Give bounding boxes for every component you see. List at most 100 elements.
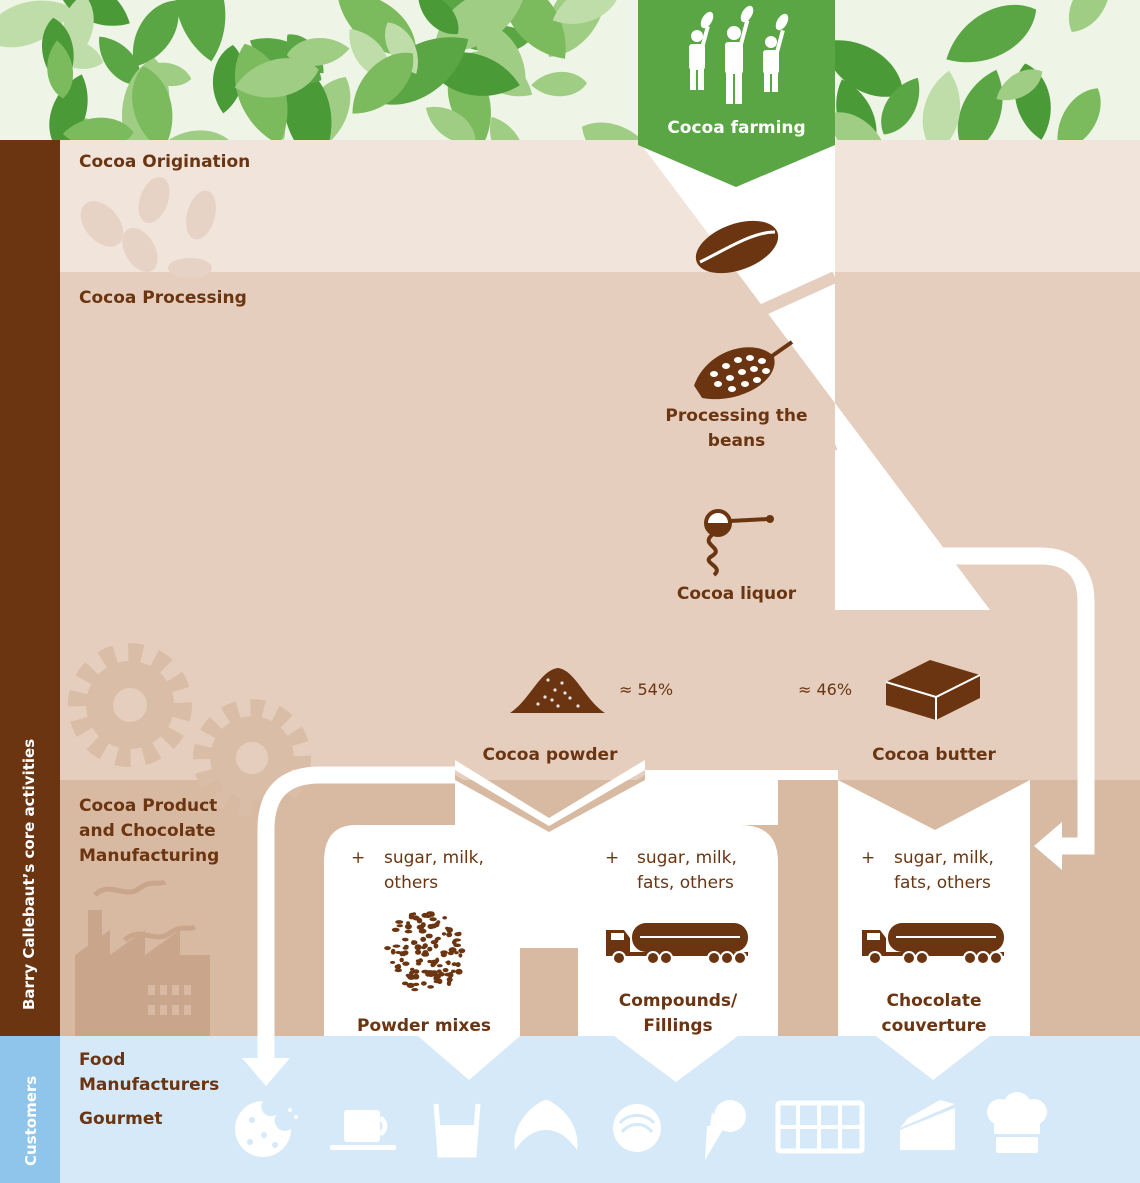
powder-speckle bbox=[455, 962, 461, 968]
powder-speckle bbox=[426, 970, 434, 975]
coffee-cup-icon bbox=[330, 1110, 396, 1150]
powder-speckle bbox=[415, 959, 421, 963]
stage-customers-line-2: Manufacturers bbox=[79, 1075, 220, 1095]
croissant-icon bbox=[514, 1100, 578, 1150]
powder-speckle bbox=[458, 953, 463, 958]
branch-gap-right bbox=[778, 780, 838, 1036]
powder-speckle bbox=[421, 952, 430, 957]
powder-speckle bbox=[411, 940, 416, 946]
cocoa-pod-icon bbox=[694, 340, 794, 400]
mixes-additions-line-1: sugar, milk, bbox=[384, 848, 484, 868]
stage-processing-label: Cocoa Processing bbox=[79, 288, 247, 308]
stage-gourmet-label: Gourmet bbox=[79, 1109, 163, 1129]
core-activities-bar bbox=[0, 140, 60, 1036]
chocolate-bar-icon bbox=[775, 1100, 865, 1154]
powder-speckle bbox=[438, 971, 445, 977]
stage-customers-label: Food Manufacturers bbox=[79, 1048, 219, 1098]
powder-speckle bbox=[441, 932, 447, 936]
stage-customers-line-1: Food bbox=[79, 1050, 126, 1070]
powder-speckle bbox=[410, 967, 415, 972]
couverture-line-1: Chocolate bbox=[886, 991, 982, 1011]
customers-bar bbox=[0, 1036, 60, 1183]
powder-speckle bbox=[392, 944, 401, 948]
stage-manufacturing-label: Cocoa Product and Chocolate Manufacturin… bbox=[79, 794, 219, 869]
powder-speckle bbox=[430, 923, 437, 929]
processing-beans-line-2: beans bbox=[707, 431, 766, 451]
compounds-line-2: Fillings bbox=[643, 1016, 713, 1036]
praline-icon bbox=[613, 1104, 661, 1152]
powder-speckle bbox=[416, 924, 425, 930]
butter-share: ≈ 46% bbox=[798, 680, 853, 699]
powder-speckle bbox=[446, 960, 451, 966]
powder-speckle bbox=[406, 982, 415, 989]
powder-speckle bbox=[447, 972, 454, 978]
powder-speckle bbox=[413, 982, 420, 987]
chevrons bbox=[635, 271, 838, 662]
powder-speckle bbox=[415, 949, 422, 955]
powder-speckle bbox=[447, 951, 454, 956]
plus-sign: + bbox=[351, 848, 366, 868]
powder-speckle bbox=[425, 933, 433, 939]
powder-speckle bbox=[394, 968, 402, 973]
cocoa-beans-icon bbox=[80, 176, 216, 278]
powder-speckle bbox=[402, 950, 409, 956]
powder-share: ≈ 54% bbox=[619, 680, 674, 699]
powder-speckle bbox=[458, 948, 466, 954]
stage-origination-label: Cocoa Origination bbox=[79, 152, 251, 172]
powder-pile-icon bbox=[510, 668, 605, 713]
powder-speckle bbox=[390, 948, 396, 955]
plus-sign: + bbox=[605, 848, 620, 868]
powder-speckle bbox=[442, 916, 448, 920]
powder-speckle bbox=[412, 969, 420, 974]
cocoa-liquor-label: Cocoa liquor bbox=[676, 584, 797, 604]
flow-arrows bbox=[242, 547, 1095, 1086]
powder-speckle bbox=[404, 923, 412, 930]
powder-speckle bbox=[421, 982, 427, 985]
powder-speckle bbox=[411, 988, 419, 992]
processing-beans-label: Processing the beans bbox=[638, 404, 835, 454]
powder-speckle bbox=[429, 911, 435, 917]
powder-speckle bbox=[446, 932, 453, 938]
powder-speckle bbox=[433, 943, 439, 949]
cocoa-powder-label: Cocoa powder bbox=[482, 745, 618, 765]
couverture-additions-line-2: fats, others bbox=[894, 873, 991, 893]
compounds-additions-line-1: sugar, milk, bbox=[637, 848, 737, 868]
couverture-label: Chocolate couverture bbox=[838, 989, 1030, 1039]
powder-speckle bbox=[442, 968, 449, 973]
powder-speckle bbox=[433, 980, 442, 984]
chef-hat-icon bbox=[987, 1092, 1047, 1153]
powder-speckle bbox=[430, 961, 436, 967]
compounds-line-1: Compounds/ bbox=[618, 991, 738, 1011]
powder-speckle bbox=[451, 969, 456, 973]
compounds-label: Compounds/ Fillings bbox=[578, 989, 778, 1039]
powder-speckle bbox=[427, 946, 433, 952]
compounds-additions: sugar, milk, fats, others bbox=[637, 846, 787, 896]
processing-beans-line-1: Processing the bbox=[665, 406, 808, 426]
couverture-additions-line-1: sugar, milk, bbox=[894, 848, 994, 868]
powder-speckle bbox=[435, 936, 441, 941]
powder-speckle bbox=[391, 927, 400, 933]
powder-speckle bbox=[414, 944, 422, 951]
powder-speckle bbox=[402, 938, 409, 942]
cocoa-farming-label: Cocoa farming bbox=[667, 118, 806, 138]
band-customers bbox=[60, 1036, 1140, 1183]
powder-speckle bbox=[440, 950, 448, 955]
powder-mixes-label: Powder mixes bbox=[357, 1016, 491, 1036]
powder-speckle bbox=[409, 970, 414, 975]
powder-speckle bbox=[402, 961, 410, 966]
couverture-additions: sugar, milk, fats, others bbox=[894, 846, 1044, 896]
plus-sign: + bbox=[861, 848, 876, 868]
band-origination bbox=[60, 140, 1140, 272]
powder-speckle bbox=[396, 924, 403, 928]
glass-icon bbox=[433, 1103, 481, 1158]
powder-speckle bbox=[415, 962, 422, 966]
powder-speckle bbox=[402, 981, 409, 986]
powder-speckle bbox=[427, 985, 434, 989]
ice-cream-icon bbox=[705, 1100, 746, 1160]
cookie-icon bbox=[235, 1101, 298, 1157]
stage-manufacturing-line-2: and Chocolate bbox=[79, 821, 216, 841]
mixes-additions-line-2: others bbox=[384, 873, 439, 893]
band-processing bbox=[60, 272, 1140, 780]
cocoa-bean-icon bbox=[695, 220, 779, 274]
